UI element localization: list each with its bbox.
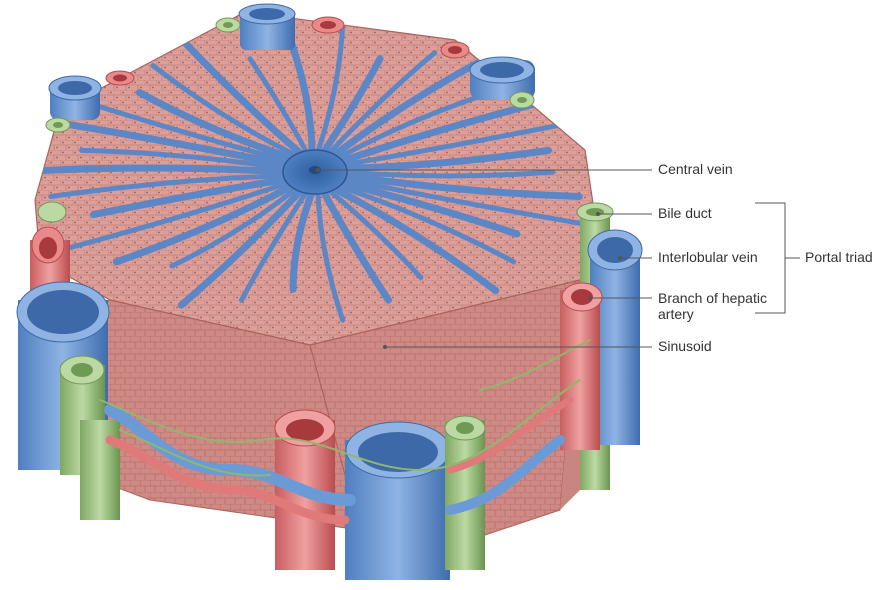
label-sinusoid: Sinusoid xyxy=(658,338,712,354)
label-portal-triad: Portal triad xyxy=(805,249,873,265)
label-bile-duct: Bile duct xyxy=(658,205,712,221)
sinusoid-channel xyxy=(15,168,285,172)
label-branch-hepatic-artery: Branch of hepatic artery xyxy=(658,290,767,322)
label-interlobular-vein: Interlobular vein xyxy=(658,249,758,265)
label-central-vein: Central vein xyxy=(658,161,733,177)
central-vein xyxy=(283,150,347,194)
